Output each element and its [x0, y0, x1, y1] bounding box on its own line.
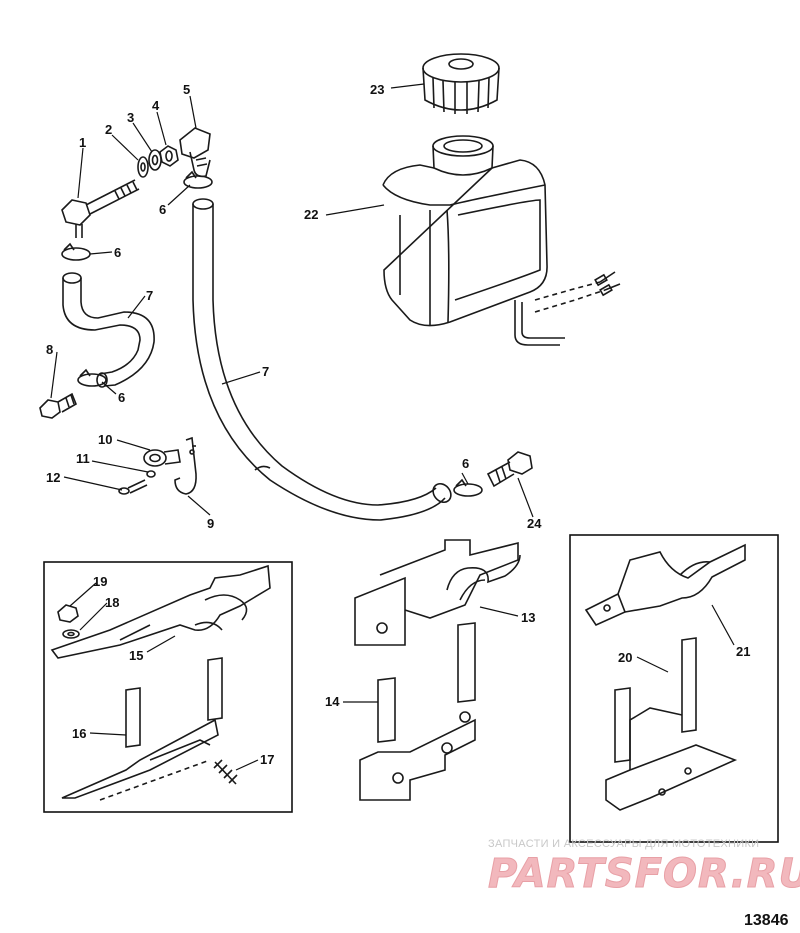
part-23-tank-cap[interactable]: [422, 53, 500, 114]
diagram-id: 13846: [744, 912, 789, 929]
part-3-washer[interactable]: [148, 149, 162, 171]
callout-24: 24: [527, 516, 542, 531]
callout-9: 9: [207, 516, 214, 531]
callout-labels: 1 2 3 4 5 6 6 7 8 6 7 10 11 12 9 6 24 22…: [46, 82, 750, 767]
part-6-clamp-lower-left[interactable]: [77, 368, 107, 387]
callout-6-lower: 6: [118, 390, 125, 405]
part-21-bracket[interactable]: [584, 543, 746, 627]
part-19-nut[interactable]: [57, 604, 79, 623]
callout-7-short: 7: [146, 288, 153, 303]
part-22-oil-tank[interactable]: [382, 135, 621, 346]
part-8-barb-fitting[interactable]: [39, 392, 78, 419]
callout-1: 1: [79, 135, 86, 150]
callout-22: 22: [304, 207, 318, 222]
part-1-bolt[interactable]: [61, 179, 140, 238]
part-7-short-hose[interactable]: [62, 272, 155, 388]
callout-15: 15: [129, 648, 143, 663]
callout-18: 18: [105, 595, 119, 610]
part-6-clamp-left[interactable]: [61, 242, 91, 261]
part-7-long-hose[interactable]: [192, 198, 455, 521]
part-24-barb-fitting[interactable]: [486, 451, 533, 488]
callout-6-right: 6: [462, 456, 469, 471]
callout-3: 3: [127, 110, 134, 125]
leader-lines: [50, 83, 735, 771]
part-9-clip[interactable]: [174, 436, 197, 495]
callout-5: 5: [183, 82, 190, 97]
callout-19: 19: [93, 574, 107, 589]
part-4-nut[interactable]: [159, 145, 179, 167]
callout-10: 10: [98, 432, 112, 447]
part-2-washer[interactable]: [137, 156, 149, 178]
callout-8: 8: [46, 342, 53, 357]
part-5-elbow-fitting[interactable]: [179, 127, 211, 178]
part-14-bracket[interactable]: [359, 622, 476, 801]
callout-7-long: 7: [262, 364, 269, 379]
callout-6-left: 6: [114, 245, 121, 260]
inset-box-right: [569, 534, 779, 843]
callout-2: 2: [105, 122, 112, 137]
callout-23: 23: [370, 82, 384, 97]
part-6-clamp-right[interactable]: [453, 478, 483, 497]
callout-20: 20: [618, 650, 632, 665]
part-10-clamp[interactable]: [143, 449, 181, 467]
part-6-clamp-upper[interactable]: [183, 170, 213, 189]
inset-box-left: [43, 561, 293, 813]
part-18-washer[interactable]: [62, 629, 80, 639]
callout-14: 14: [325, 694, 340, 709]
part-11-washer[interactable]: [146, 470, 156, 478]
callout-17: 17: [260, 752, 274, 767]
part-16-plate[interactable]: [61, 657, 223, 801]
part-13-bracket[interactable]: [354, 539, 521, 646]
callout-21: 21: [736, 644, 750, 659]
part-12-screw[interactable]: [118, 479, 148, 495]
callout-4: 4: [152, 98, 160, 113]
callout-6-upper: 6: [159, 202, 166, 217]
watermark-tagline: ЗАПЧАСТИ И АКСЕССУАРЫ ДЛЯ МОТОТЕХНИКИ: [488, 838, 760, 850]
part-15-plate[interactable]: [50, 564, 271, 659]
part-17-spring[interactable]: [213, 759, 238, 785]
callout-12: 12: [46, 470, 60, 485]
callout-16: 16: [72, 726, 86, 741]
callout-11: 11: [76, 451, 90, 466]
part-20-bracket[interactable]: [605, 637, 738, 811]
callout-13: 13: [521, 610, 535, 625]
watermark-logo: PARTSFOR.RU: [487, 851, 800, 898]
